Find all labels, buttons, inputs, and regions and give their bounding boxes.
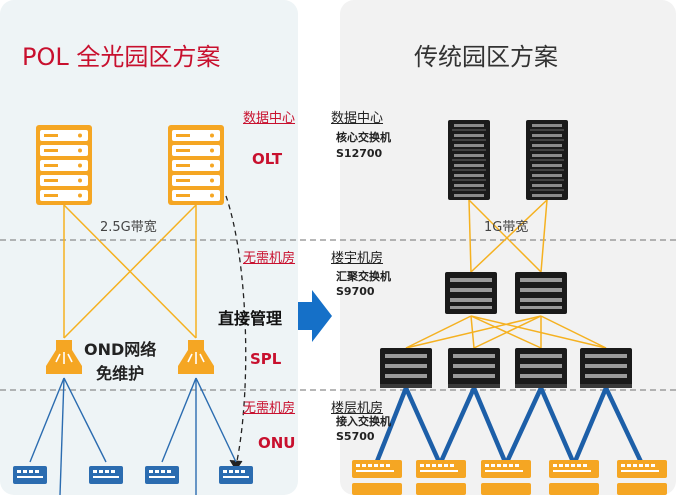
onu-4 (219, 466, 253, 484)
onu-1 (13, 466, 47, 484)
ond-label: OND网络 免维护 (84, 338, 156, 386)
access-switch-label: 接入交换机 (336, 415, 391, 428)
floor-room-label: 楼层机房 (331, 401, 384, 416)
traditional-bandwidth-label: 1G带宽 (484, 220, 529, 235)
splitter-2 (177, 339, 215, 375)
access-switch-2 (448, 348, 500, 388)
agg-switch-1 (445, 272, 497, 314)
agg-switch-label: 汇聚交换机 (336, 270, 391, 283)
core-switch-rack-2 (525, 119, 569, 201)
direct-management-dashed-link (225, 195, 247, 467)
edge-device-5 (617, 460, 667, 478)
pol-links (63, 204, 197, 339)
splitter-1 (45, 339, 83, 375)
pol-no-room-label-1: 无需机房 (243, 251, 296, 266)
edge-device-3 (481, 460, 531, 478)
direct-management-label: 直接管理 (218, 309, 283, 328)
core-switch-label: 核心交换机 (336, 131, 391, 144)
tier-separators (0, 239, 676, 391)
edge-device-2 (416, 460, 466, 478)
comparison-arrow-icon (298, 290, 332, 342)
traditional-title: 传统园区方案 (414, 43, 558, 71)
ond-label-line2: 免维护 (96, 364, 145, 383)
edge-devices-lower-row (352, 483, 667, 495)
onu-3 (145, 466, 179, 484)
core-switch-rack-1 (447, 119, 491, 201)
access-switch-model: S5700 (336, 430, 375, 443)
core-to-agg-links (468, 199, 548, 273)
pol-title: POL 全光园区方案 (22, 43, 221, 71)
building-room-label: 楼宇机房 (331, 251, 384, 266)
olt-label: OLT (252, 150, 283, 168)
ond-label-line1: OND网络 (84, 340, 157, 359)
spl-label: SPL (250, 350, 282, 368)
fiber-drops (29, 377, 237, 495)
agg-switch-model: S9700 (336, 285, 375, 298)
pol-bandwidth-label: 2.5G带宽 (100, 220, 157, 235)
agg-switch-2 (515, 272, 567, 314)
pol-datacenter-label: 数据中心 (243, 111, 296, 126)
onu-2 (89, 466, 123, 484)
onu-label: ONU (258, 434, 296, 452)
agg-to-access-links (405, 315, 607, 349)
access-to-edge-links (373, 385, 645, 467)
core-switch-model: S12700 (336, 147, 383, 160)
edge-device-1 (352, 460, 402, 478)
olt-rack-2 (168, 125, 224, 205)
pol-no-room-label-2: 无需机房 (243, 401, 296, 416)
access-switch-4 (580, 348, 632, 388)
access-switch-1 (380, 348, 432, 388)
olt-rack-1 (36, 125, 92, 205)
edge-device-4 (549, 460, 599, 478)
traditional-datacenter-label: 数据中心 (331, 111, 384, 126)
access-switch-3 (515, 348, 567, 388)
